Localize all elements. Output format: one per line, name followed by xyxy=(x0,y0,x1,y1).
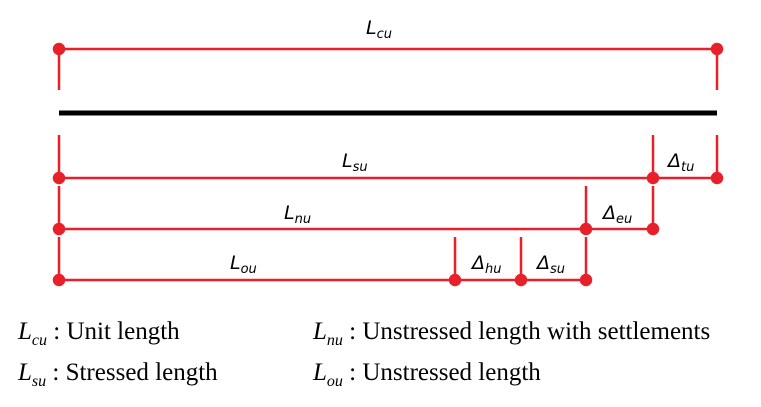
endpoint-dot xyxy=(52,171,66,185)
legend-item-lsu: Lsu : Stressed length xyxy=(18,359,218,390)
endpoint-dot xyxy=(646,222,660,236)
label-delta-hu: Δhu xyxy=(470,252,501,277)
endpoint-dot xyxy=(646,171,660,185)
label-delta-su: Δsu xyxy=(535,252,565,277)
endpoint-dot xyxy=(52,273,66,287)
endpoint-dot xyxy=(710,42,724,56)
legend-item-lou: Lou : Unstressed length xyxy=(313,359,541,390)
dimension-lines xyxy=(52,42,724,287)
endpoint-dot xyxy=(514,273,528,287)
label-lou: Lou xyxy=(230,252,257,277)
legend-item-lnu: Lnu : Unstressed length with settlements xyxy=(313,318,711,349)
endpoint-dot xyxy=(710,171,724,185)
endpoint-dot xyxy=(52,222,66,236)
endpoint-dot xyxy=(448,273,462,287)
label-lsu: Lsu xyxy=(342,150,368,175)
endpoint-dot xyxy=(52,42,66,56)
label-delta-tu: Δtu xyxy=(666,150,694,175)
label-delta-eu: Δeu xyxy=(601,202,632,227)
endpoint-dot xyxy=(579,273,593,287)
label-lnu: Lnu xyxy=(284,202,311,227)
label-lcu: Lcu xyxy=(366,17,392,42)
endpoint-dot xyxy=(579,222,593,236)
legend-item-lcu: Lcu : Unit length xyxy=(18,318,180,349)
